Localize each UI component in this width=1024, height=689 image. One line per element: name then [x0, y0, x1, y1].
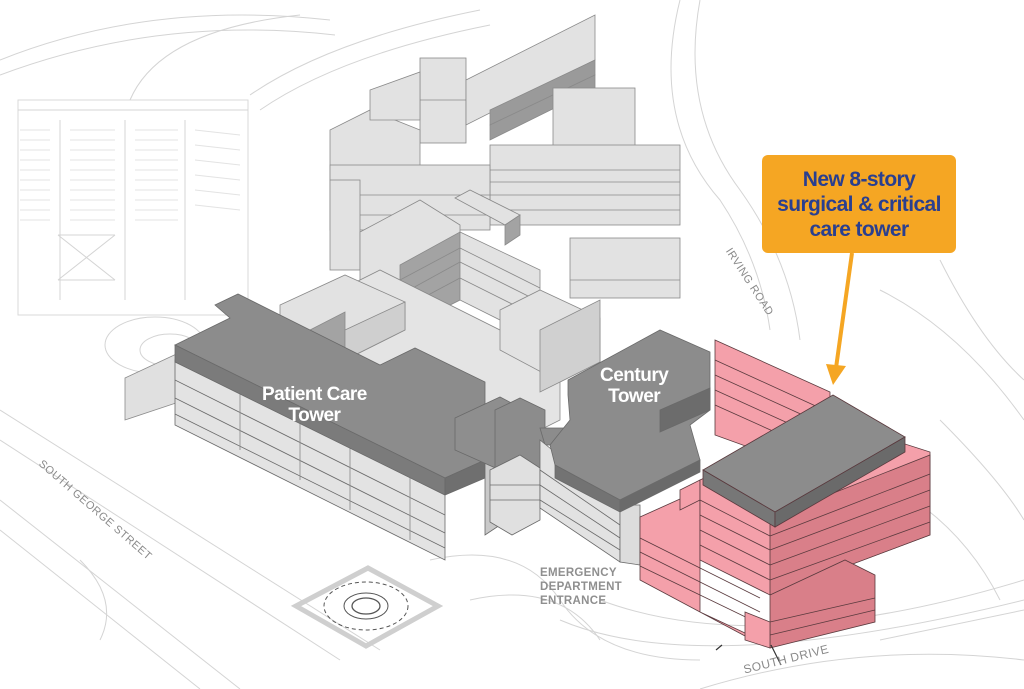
new-tower-callout: New 8-story surgical & critical care tow…	[762, 155, 956, 253]
connector-blocks	[454, 396, 586, 536]
callout-arrow	[826, 252, 854, 385]
parking-lot	[17, 99, 249, 316]
new-surgical-tower	[639, 339, 931, 649]
callout-line-1: New 8-story	[802, 167, 916, 191]
century-tower-label: Century Tower	[600, 365, 669, 407]
emergency-entrance-label: EMERGENCY DEPARTMENT ENTRANCE	[540, 567, 623, 607]
patient-care-tower-label: Patient Care Tower	[262, 384, 367, 426]
callout-line-2: surgical & critical	[777, 192, 941, 216]
callout-line-3: care tower	[809, 217, 909, 241]
patient-care-tower	[174, 293, 501, 561]
century-tower	[539, 329, 711, 566]
helipad	[290, 565, 444, 649]
